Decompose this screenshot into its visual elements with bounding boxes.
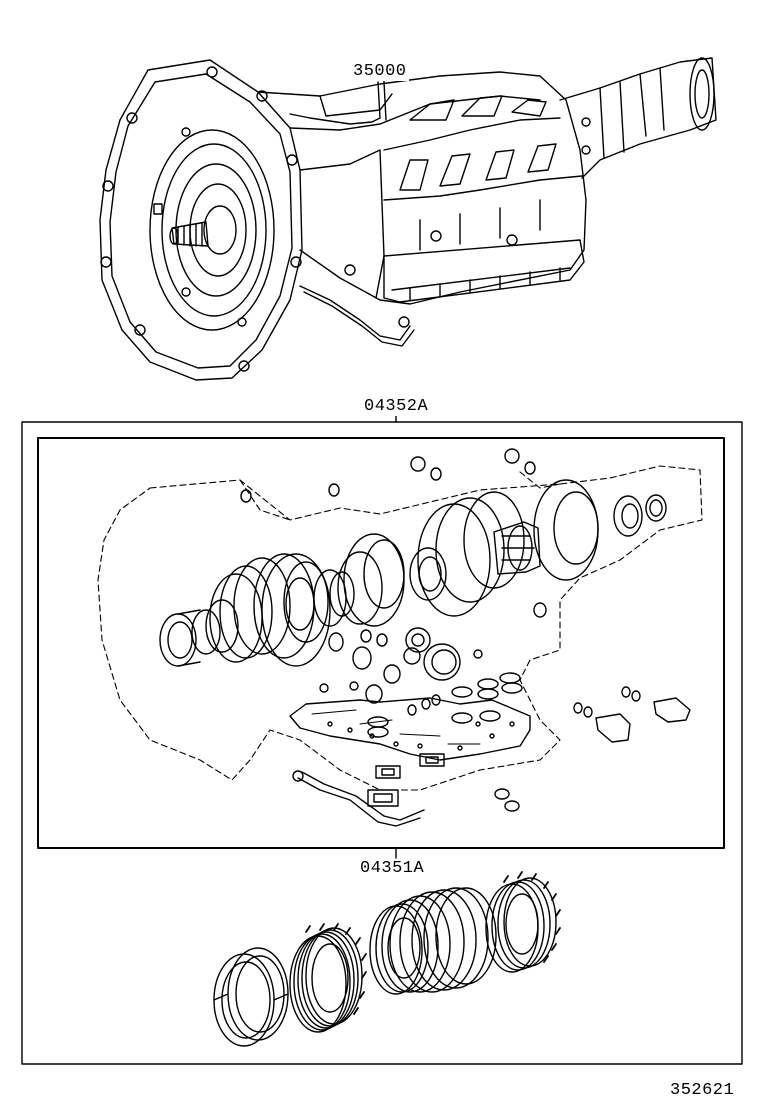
gasket-kit-outline bbox=[38, 438, 724, 848]
illustration-number: 352621 bbox=[668, 1081, 737, 1100]
gasket-seal-kit-icon bbox=[98, 449, 702, 826]
overhaul-kit-part-number: 04352A bbox=[362, 397, 431, 416]
gasket-kit-part-number: 04351A bbox=[358, 859, 427, 878]
clutch-disc-pack-icon bbox=[214, 872, 560, 1046]
assembly-part-number: 35000 bbox=[351, 62, 409, 81]
overhaul-kit-outline bbox=[22, 422, 742, 1064]
transmission-assembly-icon bbox=[100, 58, 716, 380]
